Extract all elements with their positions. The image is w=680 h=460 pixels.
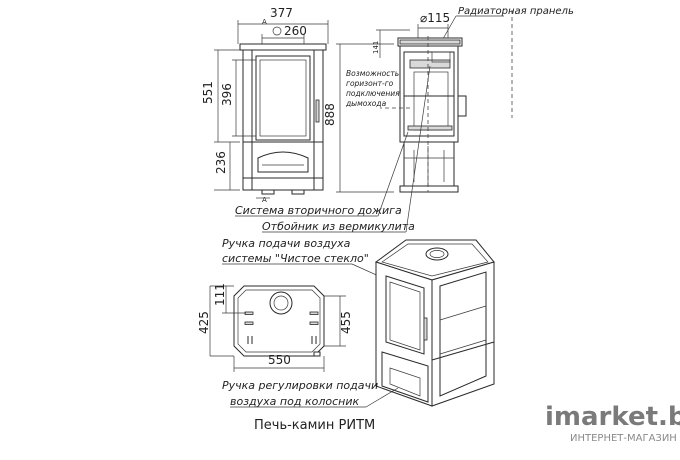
watermark-tagline: ИНТЕРНЕТ-МАГАЗИН xyxy=(570,433,677,444)
callouts-upper: Система вторичного дожига Отбойник из ве… xyxy=(222,65,431,283)
section-mark-a-top: A xyxy=(262,18,267,26)
callouts-lower: Ручка регулировки подачи воздуха под кол… xyxy=(222,379,399,408)
dim-chimney-height: 141 xyxy=(372,41,380,54)
note-horizontal-connection-3: подключения xyxy=(346,89,400,98)
drawing-title: Печь-камин РИТМ xyxy=(254,418,375,433)
dim-top-width: 550 xyxy=(268,353,291,367)
dim-hole-offset: 260 xyxy=(284,24,307,38)
isometric-view xyxy=(374,239,495,407)
label-air-handle-1: Ручка подачи воздуха xyxy=(222,237,351,250)
label-vermiculite-deflector: Отбойник из вермикулита xyxy=(262,220,415,233)
dim-top-height-right: 455 xyxy=(339,311,353,334)
dim-front-height-upper: 551 xyxy=(201,81,215,104)
dim-top-depth-total: 425 xyxy=(197,311,211,334)
dim-front-height-lower: 236 xyxy=(214,151,228,174)
note-horizontal-connection-4: дымохода xyxy=(345,99,387,108)
dim-total-height: 888 xyxy=(323,103,337,126)
dim-chimney-diameter: ⌀115 xyxy=(420,11,450,25)
dim-top-depth: 111 xyxy=(213,283,227,306)
note-horizontal-connection-1: Возможность xyxy=(346,69,399,78)
top-view: 111 425 455 550 xyxy=(197,283,353,372)
watermark-brand: imarket.by xyxy=(545,402,680,432)
label-grate-air-1: Ручка регулировки подачи xyxy=(222,379,378,392)
label-air-handle-2: системы "Чистое стекло" xyxy=(222,252,369,265)
section-mark-a-bottom: A xyxy=(262,196,267,204)
front-view: 377 260 A A 551 39 xyxy=(201,6,329,204)
dim-glass-height: 396 xyxy=(220,83,234,106)
label-secondary-burn: Система вторичного дожига xyxy=(235,204,402,217)
dim-front-width: 377 xyxy=(270,6,293,20)
label-grate-air-2: воздуха под колосник xyxy=(230,395,359,408)
label-radiator-shelf: Радиаторная пранель xyxy=(458,6,574,17)
watermark-logo: imarket.by ИНТЕРНЕТ-МАГАЗИН xyxy=(545,402,680,444)
note-horizontal-connection-2: горизонт-го xyxy=(346,79,394,88)
side-section-view: 888 Возможность горизонт-го подключения … xyxy=(323,6,574,193)
